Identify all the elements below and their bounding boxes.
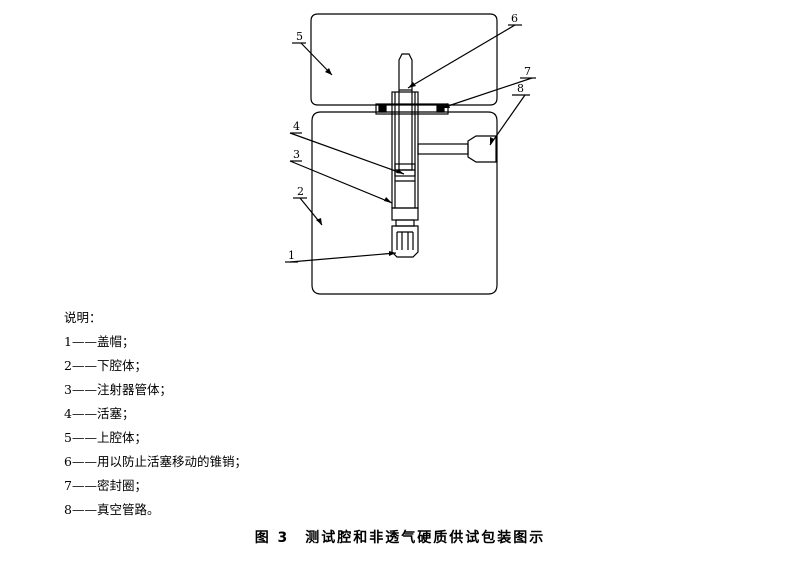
- upper-chamber: [310, 13, 498, 106]
- legend-item-6: 6——用以防止活塞移动的锥销；: [64, 454, 247, 469]
- lower-chamber: [311, 111, 498, 295]
- callout-7: 7: [524, 65, 531, 78]
- legend-item-1: 1——盖帽；: [64, 334, 135, 349]
- callout-2: 2: [297, 185, 304, 198]
- callout-8: 8: [517, 82, 524, 95]
- legend-item-2: 2——下腔体；: [64, 358, 147, 373]
- syringe-barrel: [391, 91, 419, 209]
- seal-ring-left: [378, 105, 387, 113]
- legend-item-5: 5——上腔体；: [64, 430, 147, 445]
- cap: [391, 225, 419, 258]
- legend-title: 说明：: [64, 310, 102, 325]
- legend-item-7: 7——密封圈；: [64, 478, 147, 493]
- callout-4: 4: [293, 120, 300, 133]
- legend: 说明： 1——盖帽； 2——下腔体； 3——注射器管体； 4——活塞； 5——上…: [64, 306, 247, 522]
- callout-6: 6: [511, 12, 518, 25]
- legend-item-3: 3——注射器管体；: [64, 382, 172, 397]
- callout-5: 5: [296, 30, 303, 43]
- legend-item-8: 8——真空管路。: [64, 502, 160, 517]
- legend-item-4: 4——活塞；: [64, 406, 135, 421]
- callout-1: 1: [288, 249, 295, 262]
- vacuum-fitting: [467, 135, 497, 163]
- seal-ring-right: [436, 105, 445, 113]
- vacuum-line: [417, 143, 469, 155]
- test-chamber-diagram: 6 5 7 8 4 3 2 1: [285, 12, 536, 295]
- callout-3: 3: [293, 148, 300, 161]
- figure-caption: 图 3 测试腔和非透气硬质供试包装图示: [254, 530, 546, 546]
